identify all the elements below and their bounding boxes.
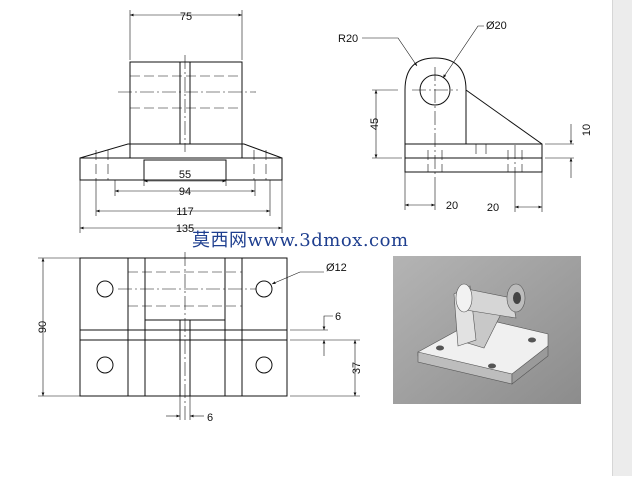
front-view: 75 55 94 117 135	[79, 10, 283, 235]
dim-37: 37	[351, 362, 363, 374]
front-view-dimensions: 75 55 94 117 135	[79, 10, 283, 235]
dim-55: 55	[179, 169, 191, 181]
dim-45: 45	[369, 118, 381, 130]
top-view-hole-tl	[96, 280, 114, 298]
top-view-dimensions: Ø12 90 6 37 6	[37, 257, 363, 424]
dim-r20: R20	[338, 33, 358, 45]
top-view: Ø12 90 6 37 6	[37, 252, 363, 424]
isometric-part-render	[393, 256, 581, 404]
dim-left-20: 20	[446, 200, 458, 212]
dim-hole-20: Ø20	[486, 20, 507, 32]
top-view-hole-bl	[96, 356, 114, 374]
front-view-outline	[79, 55, 283, 181]
dim-94: 94	[179, 186, 191, 198]
top-view-outline	[79, 252, 288, 420]
side-view-dimensions: R20 Ø20 45 10 20 20	[338, 20, 593, 214]
dim-90: 90	[37, 321, 49, 333]
dim-right-20: 20	[487, 202, 499, 214]
dim-117: 117	[176, 206, 194, 218]
dim-75: 75	[180, 11, 192, 23]
watermark-text: 莫西网www.3dmox.com	[192, 230, 409, 251]
dim-hole-12: Ø12	[326, 262, 347, 274]
dim-10: 10	[581, 124, 593, 136]
dim-bottom-6: 6	[207, 412, 213, 424]
top-view-hole-br	[255, 356, 273, 374]
side-view: R20 Ø20 45 10 20 20	[338, 20, 593, 214]
dim-135: 135	[176, 223, 194, 235]
dim-slot-6: 6	[335, 311, 341, 323]
side-view-outline	[404, 57, 543, 180]
vertical-scrollbar[interactable]	[612, 0, 632, 476]
top-view-hole-tr	[255, 280, 273, 298]
